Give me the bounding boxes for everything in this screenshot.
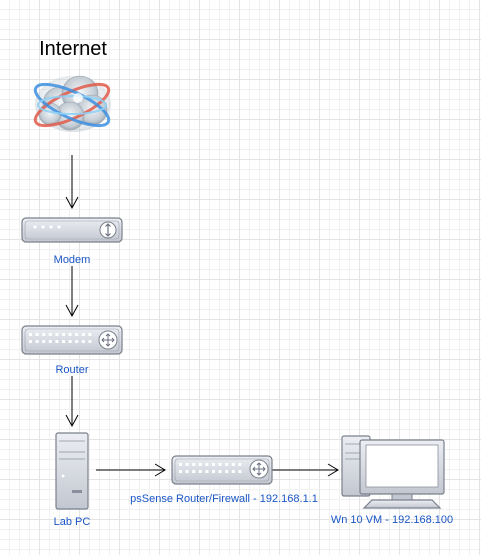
router-port-dot xyxy=(238,463,242,466)
router-port-dot xyxy=(205,470,209,473)
edge-internet-modem xyxy=(65,155,79,210)
cloud-internet-icon[interactable] xyxy=(30,75,113,134)
router-port-dot xyxy=(42,333,46,336)
node-label-pfsense: psSense Router/Firewall - 192.168.1.1 xyxy=(130,493,318,505)
node-label-router: Router xyxy=(55,364,89,376)
router-port-dot xyxy=(225,463,229,466)
desktop-computer-icon[interactable] xyxy=(341,435,445,509)
router-port-dot xyxy=(68,333,72,336)
edge-pfsense-win10 xyxy=(272,463,339,477)
router-port-dot xyxy=(75,333,79,336)
pc-tower-icon[interactable] xyxy=(55,432,89,510)
router-port-dot xyxy=(212,463,215,466)
router-port-dot xyxy=(185,470,189,473)
router-port-dot xyxy=(75,340,79,343)
router-port-dot xyxy=(218,463,222,466)
router-port-dot xyxy=(198,470,202,473)
router-port-dot xyxy=(185,463,189,466)
internet-title: Internet xyxy=(39,38,107,60)
edge-modem-router xyxy=(65,266,79,318)
router-port-dot xyxy=(88,333,92,336)
router-port-dot xyxy=(179,470,182,473)
router-port-dot xyxy=(192,470,196,473)
router-port-dot xyxy=(205,463,209,466)
router-port-dot xyxy=(35,340,39,343)
router-port-dot xyxy=(225,470,229,473)
router-port-dot xyxy=(198,463,202,466)
router-port-dot xyxy=(192,463,196,466)
router-port-dot xyxy=(29,340,32,343)
router-port-dot xyxy=(81,333,85,336)
router-port-dot xyxy=(231,470,235,473)
router-icon[interactable] xyxy=(21,325,123,355)
router-port-dot xyxy=(81,340,85,343)
router-port-dot xyxy=(48,340,52,343)
router-port-dot xyxy=(238,470,242,473)
pfsense-router-icon[interactable] xyxy=(171,455,273,485)
node-label-win10: Wn 10 VM - 192.168.100 xyxy=(330,514,454,526)
node-label-lab-pc: Lab PC xyxy=(53,516,91,528)
modem-icon[interactable] xyxy=(21,217,123,243)
router-port-dot xyxy=(42,340,46,343)
router-port-dot xyxy=(62,340,65,343)
edge-router-labpc xyxy=(65,376,79,428)
router-port-dot xyxy=(55,340,59,343)
router-port-dot xyxy=(88,340,92,343)
router-port-dot xyxy=(29,333,32,336)
router-port-dot xyxy=(231,463,235,466)
router-port-dot xyxy=(212,470,215,473)
edge-labpc-pfsense xyxy=(96,463,166,477)
router-port-dot xyxy=(62,333,65,336)
router-port-dot xyxy=(55,333,59,336)
router-port-dot xyxy=(68,340,72,343)
router-port-dot xyxy=(48,333,52,336)
router-port-dot xyxy=(179,463,182,466)
router-port-dot xyxy=(218,470,222,473)
node-label-modem: Modem xyxy=(53,254,91,266)
router-port-dot xyxy=(35,333,39,336)
